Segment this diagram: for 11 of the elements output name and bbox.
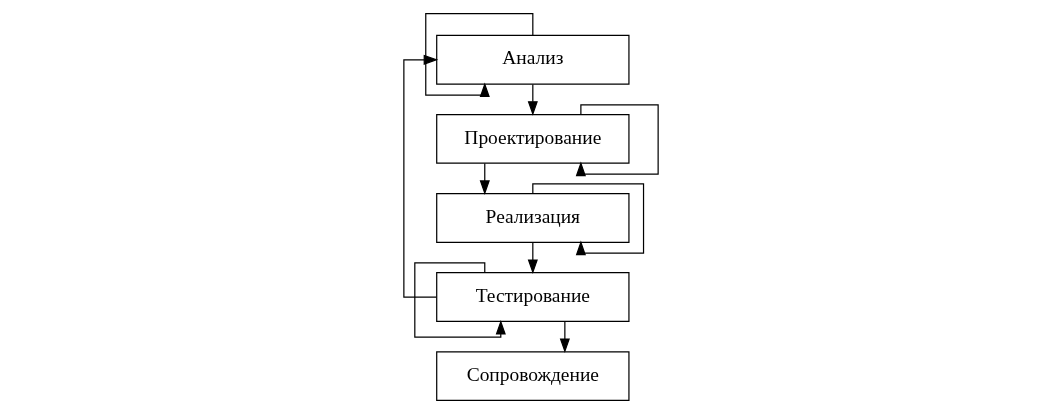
arrow [559, 321, 570, 354]
arrow [424, 12, 533, 98]
node-box: Анализ [435, 34, 630, 85]
node-box: Сопровождение [435, 351, 630, 402]
node-box: Проектирование [435, 113, 630, 164]
node-box: Тестирование [435, 272, 630, 322]
arrow [531, 183, 644, 256]
arrow [413, 262, 506, 338]
arrow [575, 104, 659, 177]
node-box: Реализация [435, 193, 630, 243]
arrow [402, 54, 438, 298]
